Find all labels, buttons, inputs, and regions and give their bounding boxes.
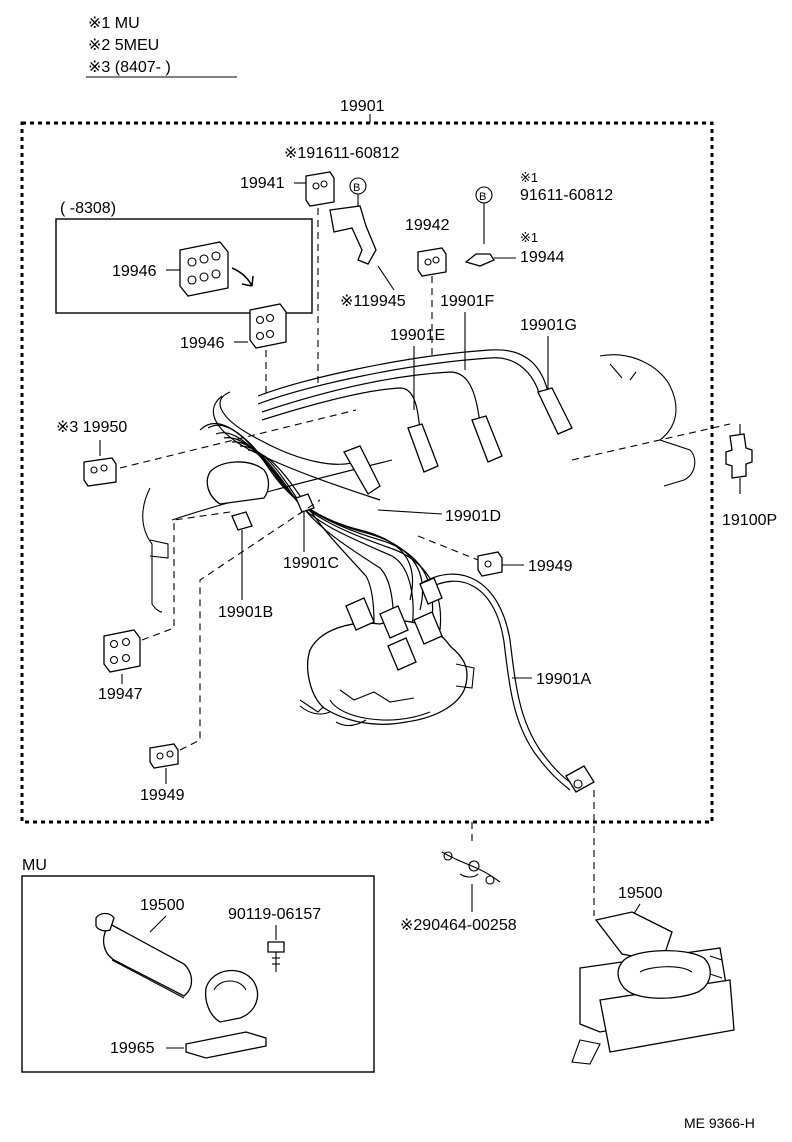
bracket-19944 — [464, 253, 495, 267]
label-19901B: 19901B — [218, 604, 273, 621]
label-19949-upper: 19949 — [528, 558, 573, 575]
legend: ※1 MU ※2 5MEU ※3 (8407- ) — [86, 15, 237, 78]
engine-head-outline — [142, 354, 696, 717]
label-19949-lower: 19949 — [140, 787, 185, 804]
dash-19949-upper — [417, 535, 479, 561]
dash-19949-lower — [179, 499, 321, 751]
label-19901A: 19901A — [536, 671, 591, 688]
label-19942: 19942 — [405, 217, 450, 234]
coil-cap-19901B — [206, 461, 315, 531]
label-19100P: 19100P — [722, 512, 777, 529]
cord-clamp-19949-lower — [149, 743, 179, 769]
label-19901D: 19901D — [445, 508, 501, 525]
coil-wire-end — [565, 765, 595, 793]
label-91611: 91611-60812 — [520, 187, 613, 204]
bracket-19945 — [329, 205, 377, 265]
ignition-coil-19500 — [571, 911, 735, 1065]
diagram-reference-code: ME 9366-H — [684, 1115, 755, 1131]
cord-clamp-19941 — [305, 171, 335, 207]
cord-clamp-19950 — [83, 457, 117, 487]
leader-119945 — [377, 265, 395, 291]
label-290464: ※290464-00258 — [400, 917, 517, 934]
label-191611: ※191611-60812 — [284, 145, 400, 162]
label-19901E: 19901E — [390, 327, 445, 344]
leader-19901D — [377, 509, 443, 515]
dash-19947 — [141, 511, 231, 641]
leader-19500-mu — [149, 915, 167, 933]
dash-plug-to-boot — [571, 423, 731, 461]
label-119945: ※119945 — [340, 293, 406, 310]
star-note-1b: ※1 — [520, 230, 538, 245]
label-19947: 19947 — [98, 686, 143, 703]
cord-clamp-19949-upper — [477, 551, 503, 577]
label-19946-inset: 19946 — [112, 263, 157, 280]
mu-box-title: MU — [22, 857, 47, 874]
cord-clamp-19947 — [103, 629, 141, 673]
wire-clamp-290464 — [441, 851, 501, 885]
legend-note-2: ※2 5MEU — [88, 37, 159, 54]
bolt-90119 — [267, 941, 285, 972]
assembly-boundary-box — [20, 121, 714, 824]
coil-bracket-19965 — [185, 969, 267, 1059]
plug-boots — [343, 387, 573, 495]
mu-option-box — [21, 875, 375, 1073]
label-19941: 19941 — [240, 175, 285, 192]
label-19965: 19965 — [110, 1040, 155, 1057]
bolt-marker-b-right-text: B — [479, 191, 486, 203]
star-note-1a: ※1 — [520, 170, 538, 185]
inset-box-old-type — [55, 218, 313, 314]
label-19944: 19944 — [520, 249, 565, 266]
cord-clamp-19946-inset — [179, 241, 229, 297]
label-19901G: 19901G — [520, 317, 577, 334]
legend-note-3: ※3 (8407- ) — [88, 59, 171, 76]
label-19500-mu: 19500 — [140, 897, 185, 914]
label-19950: ※3 19950 — [56, 419, 127, 436]
assembly-number-label: 19901 — [340, 98, 385, 115]
label-19500: 19500 — [618, 885, 663, 902]
spark-plug-19100P — [725, 424, 753, 494]
label-19901F: 19901F — [440, 293, 494, 310]
legend-note-1: ※1 MU — [88, 15, 140, 32]
cord-clamp-19942 — [417, 247, 447, 277]
label-90119: 90119-06157 — [228, 906, 321, 923]
cord-clamp-19946 — [249, 303, 287, 349]
inset-date-label: ( -8308) — [60, 200, 116, 217]
label-19901C: 19901C — [283, 555, 339, 572]
distributor-assembly — [299, 577, 475, 727]
bolt-marker-b-left-text: B — [353, 182, 360, 194]
label-19946: 19946 — [180, 335, 225, 352]
arrow-inset-to-assembly — [231, 267, 254, 287]
ignition-coil-19500-mu — [95, 912, 193, 999]
dash-19950-to-harness — [119, 409, 357, 469]
